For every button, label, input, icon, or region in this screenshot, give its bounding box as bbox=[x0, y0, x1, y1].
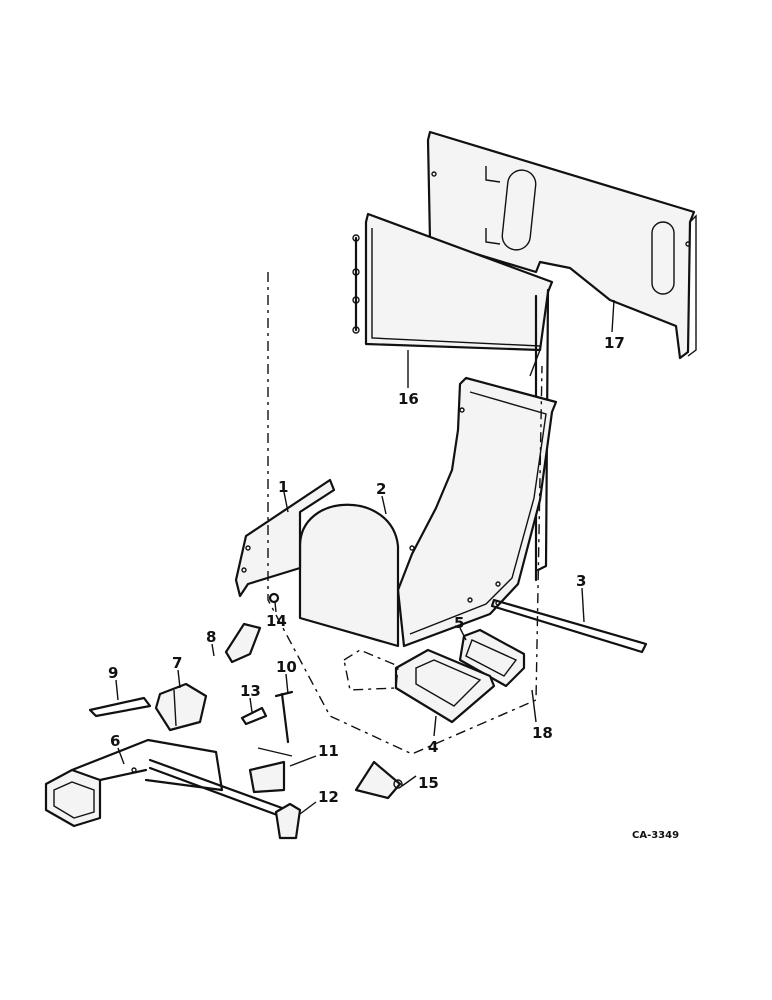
callout-17: 17 bbox=[604, 334, 625, 352]
nut-14 bbox=[268, 592, 280, 604]
link-13 bbox=[240, 706, 268, 726]
callout-4: 4 bbox=[428, 738, 438, 756]
channel-bracket-7 bbox=[154, 682, 208, 732]
clip-9 bbox=[88, 696, 152, 718]
callout-15: 15 bbox=[418, 774, 439, 792]
callout-13: 13 bbox=[240, 682, 261, 700]
bracket-8 bbox=[224, 622, 262, 664]
callout-8: 8 bbox=[206, 628, 216, 646]
tube-frame-6 bbox=[44, 738, 284, 828]
leader-lines bbox=[115, 299, 615, 815]
callout-18: 18 bbox=[532, 724, 553, 742]
callout-7: 7 bbox=[172, 654, 182, 672]
callout-10: 10 bbox=[276, 658, 297, 676]
shield-1 bbox=[234, 478, 336, 598]
callout-9: 9 bbox=[108, 664, 118, 682]
callout-12: 12 bbox=[318, 788, 339, 806]
callout-2: 2 bbox=[376, 480, 386, 498]
hinge-bracket-15 bbox=[354, 760, 403, 800]
door-panel-16 bbox=[352, 212, 554, 352]
callout-labels: 1 2 3 4 5 6 7 8 9 10 11 12 13 14 15 16 1… bbox=[108, 334, 625, 806]
callout-3: 3 bbox=[576, 572, 586, 590]
cover-plate-outline bbox=[343, 649, 399, 691]
rear-panel-17 bbox=[426, 130, 697, 360]
frame-outline bbox=[267, 272, 543, 755]
rail-3 bbox=[490, 598, 648, 654]
window-5 bbox=[458, 628, 526, 688]
callout-14: 14 bbox=[266, 612, 287, 630]
callout-1: 1 bbox=[278, 478, 288, 496]
callout-11: 11 bbox=[318, 742, 339, 760]
callout-5: 5 bbox=[454, 614, 464, 632]
plate-11 bbox=[248, 747, 293, 794]
gasket-4 bbox=[394, 648, 496, 724]
pin-10 bbox=[274, 690, 294, 744]
end-bracket-12 bbox=[274, 802, 302, 840]
figure-code: CA-3349 bbox=[632, 830, 679, 841]
callout-6: 6 bbox=[110, 732, 120, 750]
callout-16: 16 bbox=[398, 390, 419, 408]
shroud-2 bbox=[298, 376, 558, 648]
